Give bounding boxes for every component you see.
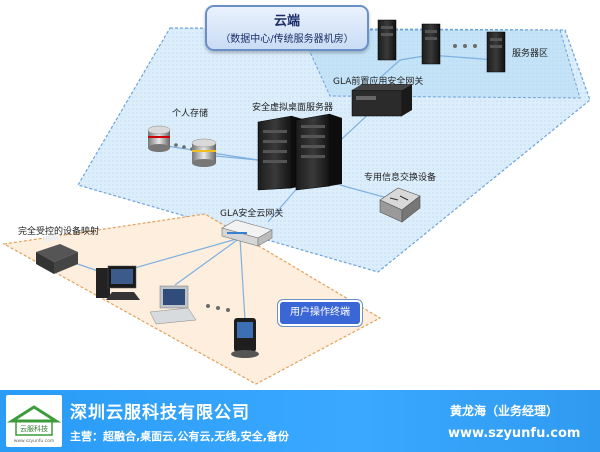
server-rack-icon	[421, 23, 441, 65]
gateway-appliance-icon	[351, 84, 412, 117]
server-rack-icon	[377, 19, 397, 61]
company-logo: 云服科技 www.szyunfu.com	[6, 395, 62, 447]
ellipsis-icon	[453, 44, 477, 48]
diagram-canvas	[2, 19, 591, 385]
network-diagram: 云端 （数据中心/传统服务器机房） 服务器区 GLA前置应用安全网关 安全虚拟桌…	[2, 5, 591, 385]
user-terminal-label: 用户操作终端	[277, 299, 363, 327]
logo-text: 云服科技	[20, 424, 48, 433]
business-scope: 主营：超融合,桌面云,公有云,无线,安全,备份	[70, 430, 289, 443]
printer-icon	[36, 233, 78, 274]
logo-subtext: www.szyunfu.com	[14, 438, 55, 444]
contact-person: 黄龙海（业务经理）	[450, 404, 559, 418]
virtual-desktop-server-label: 安全虚拟桌面服务器	[252, 103, 334, 113]
company-name: 深圳云服科技有限公司	[70, 403, 250, 423]
cloud-gateway-label: GLA安全云网关	[220, 209, 284, 219]
logo-house-icon: 云服科技 www.szyunfu.com	[6, 405, 62, 444]
server-zone-label: 服务器区	[512, 49, 549, 59]
cloud-subtitle: （数据中心/传统服务器机房）	[220, 34, 354, 45]
cloud-title: 云端	[273, 14, 300, 29]
website-link[interactable]: www.szyunfu.com	[448, 426, 581, 441]
virtual-desktop-server-icon	[257, 113, 342, 191]
pda-device-icon	[231, 318, 259, 358]
cloud-gateway-icon	[221, 219, 273, 247]
exchange-device-icon	[379, 187, 421, 223]
storage-disk-icon	[191, 138, 217, 167]
personal-storage-label: 个人存储	[172, 109, 209, 119]
terminal-zone	[2, 213, 382, 385]
device-mapping-label: 完全受控的设备映射	[18, 227, 100, 237]
server-rack-icon	[486, 31, 506, 73]
storage-disk-icon	[147, 125, 171, 152]
ellipsis-icon	[206, 304, 230, 312]
exchange-device-label: 专用信息交换设备	[364, 173, 437, 183]
laptop-icon	[149, 285, 197, 325]
cloud-title-box: 云端 （数据中心/传统服务器机房）	[205, 5, 369, 51]
front-gateway-label: GLA前置应用安全网关	[333, 77, 424, 87]
footer-banner: 云服科技 www.szyunfu.com 深圳云服科技有限公司 主营：超融合,桌…	[0, 390, 600, 452]
desktop-pc-icon	[96, 265, 140, 300]
